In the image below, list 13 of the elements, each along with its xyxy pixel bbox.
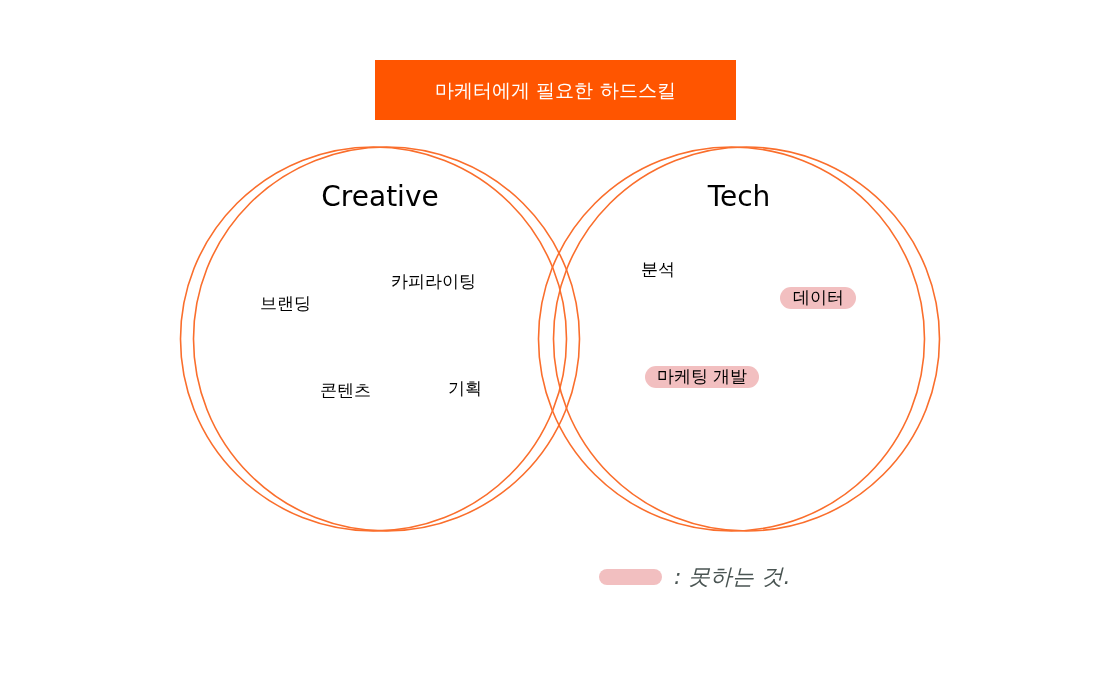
highlighted-term: 데이터 bbox=[780, 287, 856, 309]
skill-label: 브랜딩 bbox=[259, 292, 311, 316]
circle-heading: Creative bbox=[321, 179, 439, 215]
skill-label: 카피라이팅 bbox=[390, 270, 476, 294]
legend-text: : 못하는 것. bbox=[674, 563, 791, 591]
skill-label: 분석 bbox=[641, 258, 675, 282]
venn-circle bbox=[537, 146, 941, 532]
highlighted-term: 마케팅 개발 bbox=[645, 366, 759, 388]
skill-label: 기획 bbox=[448, 377, 482, 401]
circle-heading: Tech bbox=[707, 179, 771, 215]
skill-label: 콘텐츠 bbox=[319, 379, 371, 403]
venn-circle bbox=[179, 146, 581, 532]
title-banner: 마케터에게 필요한 하드스킬 bbox=[375, 60, 736, 120]
